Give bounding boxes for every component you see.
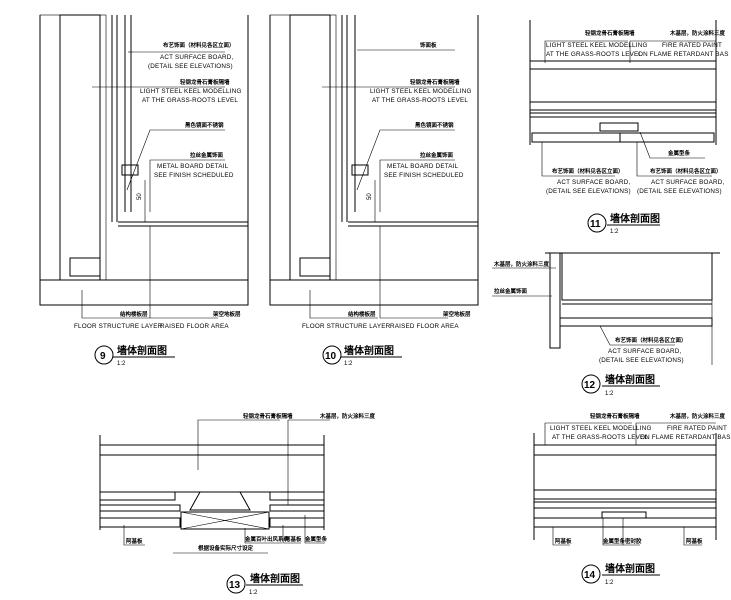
label-keel-en2: AT THE GRASS-ROOTS LEVEL xyxy=(142,97,238,104)
label-act-en2: (DETAIL SEE ELEVATIONS) xyxy=(637,188,722,195)
section-marker xyxy=(322,345,342,365)
label-mirror-cn: 黑色镜面不锈钢 xyxy=(185,121,224,129)
section-number: 9 xyxy=(100,351,106,362)
section-scale: 1:2 xyxy=(117,361,126,367)
label-raised-cn: 架空地板层 xyxy=(212,310,241,318)
label-metal-cn: 拉丝金属饰面 xyxy=(190,151,224,159)
section-title: 墙体剖面图 xyxy=(610,212,660,225)
label-metal-cn: 拉丝金属饰面 xyxy=(494,287,528,295)
section-scale: 1:2 xyxy=(605,391,614,397)
label-board-cn: 阿基板 xyxy=(555,537,572,545)
label-act-en2: (DETAIL SEE ELEVATIONS) xyxy=(546,188,631,195)
label-keel-cn: 轻钢龙骨石膏板隔墙 xyxy=(243,412,293,420)
label-metal-cn: 拉丝金属饰面 xyxy=(420,151,454,159)
label-keel-en: LIGHT STEEL KEEL MODELLING xyxy=(550,425,652,432)
label-keel-en: LIGHT STEEL KEEL MODELLING xyxy=(546,42,648,49)
section-number: 13 xyxy=(229,580,241,591)
section-marker xyxy=(587,213,607,233)
label-metal-en: METAL BOARD DETAIL xyxy=(157,163,229,170)
section-number: 11 xyxy=(590,219,601,230)
label-keel-cn: 轻钢龙骨石膏板隔墙 xyxy=(585,29,635,37)
section-number: 10 xyxy=(325,351,337,362)
label-size-cn: 根据设备实际尺寸设定 xyxy=(198,544,254,552)
label-keel-cn: 轻钢龙骨石膏板隔墙 xyxy=(180,78,230,86)
label-act-cn: 布艺饰面（材料见各区立面） xyxy=(650,167,722,175)
label-metal-strip-cn: 金属型条 xyxy=(602,537,626,545)
section-number: 14 xyxy=(584,570,596,581)
label-mirror-cn: 黑色镜面不锈钢 xyxy=(415,121,454,129)
label-board-cn: 阿基板 xyxy=(126,537,143,545)
section-13: 轻钢龙骨石膏板隔墙 木基层，防火涂料三度 阿基板 根据设备实际尺寸设定 金属百叶… xyxy=(99,412,376,596)
section-title: 墙体剖面图 xyxy=(250,572,300,585)
section-10: 50 饰面板 轻钢龙骨石膏板隔墙 LIGHT STEEL KEEL MODELL… xyxy=(269,14,479,367)
label-act-en: ACT SURFACE BOARD, xyxy=(160,54,234,61)
section-scale: 1:2 xyxy=(610,229,619,235)
label-panel-cn: 饰面板 xyxy=(420,41,437,49)
label-fire-cn: 木基层，防火涂料三度 xyxy=(493,260,550,268)
section-11: 轻钢龙骨石膏板隔墙 LIGHT STEEL KEEL MODELLING AT … xyxy=(529,20,729,235)
label-floor-en: FLOOR STRUCTURE LAYER xyxy=(74,323,163,330)
label-keel-en2: AT THE GRASS-ROOTS LEVEL xyxy=(552,434,648,441)
section-marker xyxy=(581,564,601,584)
label-fire-en2: ON FLAME RETARDANT BAS xyxy=(640,434,731,441)
section-scale: 1:2 xyxy=(344,361,353,367)
section-9: 50 布艺饰面（材料见各区立面） ACT SURFACE BOARD, (DET… xyxy=(39,14,249,367)
section-title: 墙体剖面图 xyxy=(605,562,655,575)
section-marker xyxy=(226,574,246,594)
label-keel-en2: AT THE GRASS-ROOTS LEVEL xyxy=(372,97,468,104)
section-scale: 1:2 xyxy=(605,580,614,586)
label-act-en: ACT SURFACE BOARD, xyxy=(651,179,725,186)
label-act-en2: (DETAIL SEE ELEVATIONS) xyxy=(599,357,684,364)
label-raised-en: RAISED FLOOR AREA xyxy=(390,323,459,330)
dimension-50: 50 xyxy=(137,193,143,200)
label-keel-en2: AT THE GRASS-ROOTS LEVEL xyxy=(546,51,642,58)
section-title: 墙体剖面图 xyxy=(605,373,655,386)
label-act-en: ACT SURFACE BOARD, xyxy=(557,179,631,186)
label-metal-en: METAL BOARD DETAIL xyxy=(387,163,459,170)
section-title: 墙体剖面图 xyxy=(117,344,167,357)
label-fire-cn: 木基层，防火涂料三度 xyxy=(669,412,726,420)
section-title: 墙体剖面图 xyxy=(344,344,394,357)
label-act-cn: 布艺饰面（材料见各区立面） xyxy=(163,41,235,49)
label-metal-en2: SEE FINISH SCHEDULED xyxy=(384,172,464,179)
label-keel-en: LIGHT STEEL KEEL MODELLING xyxy=(370,88,472,95)
label-seal-cn: 密封胶 xyxy=(625,537,642,545)
label-raised-cn: 架空地板层 xyxy=(442,310,471,318)
label-fire-cn: 木基层，防火涂料三度 xyxy=(669,29,726,37)
label-board-cn: 阿基板 xyxy=(285,535,302,543)
label-keel-cn: 轻钢龙骨石膏板隔墙 xyxy=(590,412,640,420)
section-marker xyxy=(94,345,114,365)
label-floor-cn: 结构楼板层 xyxy=(348,310,376,318)
label-act-cn: 布艺饰面（材料见各区立面） xyxy=(615,336,687,344)
label-fire-en2: ON FLAME RETARDANT BAS xyxy=(638,51,729,58)
section-12: 木基层，防火涂料三度 拉丝金属饰面 布艺饰面（材料见各区立面） ACT SURF… xyxy=(492,252,720,397)
label-raised-en: RAISED FLOOR AREA xyxy=(160,323,229,330)
label-board-cn: 阿基板 xyxy=(686,537,703,545)
label-floor-cn: 结构楼板层 xyxy=(120,310,148,318)
section-marker xyxy=(581,374,601,394)
label-vent-cn: 金属百叶出风系统 xyxy=(244,535,290,543)
label-keel-en: LIGHT STEEL KEEL MODELLING xyxy=(140,88,242,95)
label-fire-en: FIRE RATED PAINT xyxy=(667,425,727,432)
label-floor-en: FLOOR STRUCTURE LAYER xyxy=(302,323,391,330)
label-fire-cn: 木基层，防火涂料三度 xyxy=(319,412,376,420)
section-scale: 1:2 xyxy=(249,590,258,596)
dimension-50: 50 xyxy=(367,193,373,200)
label-act-en: ACT SURFACE BOARD, xyxy=(608,348,682,355)
label-keel-cn: 轻钢龙骨石膏板隔墙 xyxy=(410,78,460,86)
label-metal-strip-cn: 金属型条 xyxy=(667,149,691,157)
label-act-en2: (DETAIL SEE ELEVATIONS) xyxy=(148,63,233,70)
section-number: 12 xyxy=(584,380,596,391)
label-metal-en2: SEE FINISH SCHEDULED xyxy=(154,172,234,179)
label-act-cn: 布艺饰面（材料见各区立面） xyxy=(552,167,624,175)
label-fire-en: FIRE RATED PAINT xyxy=(662,42,722,49)
label-metal-strip-cn: 金属型条 xyxy=(304,535,328,543)
section-14: 轻钢龙骨石膏板隔墙 LIGHT STEEL KEEL MODELLING AT … xyxy=(533,412,731,586)
